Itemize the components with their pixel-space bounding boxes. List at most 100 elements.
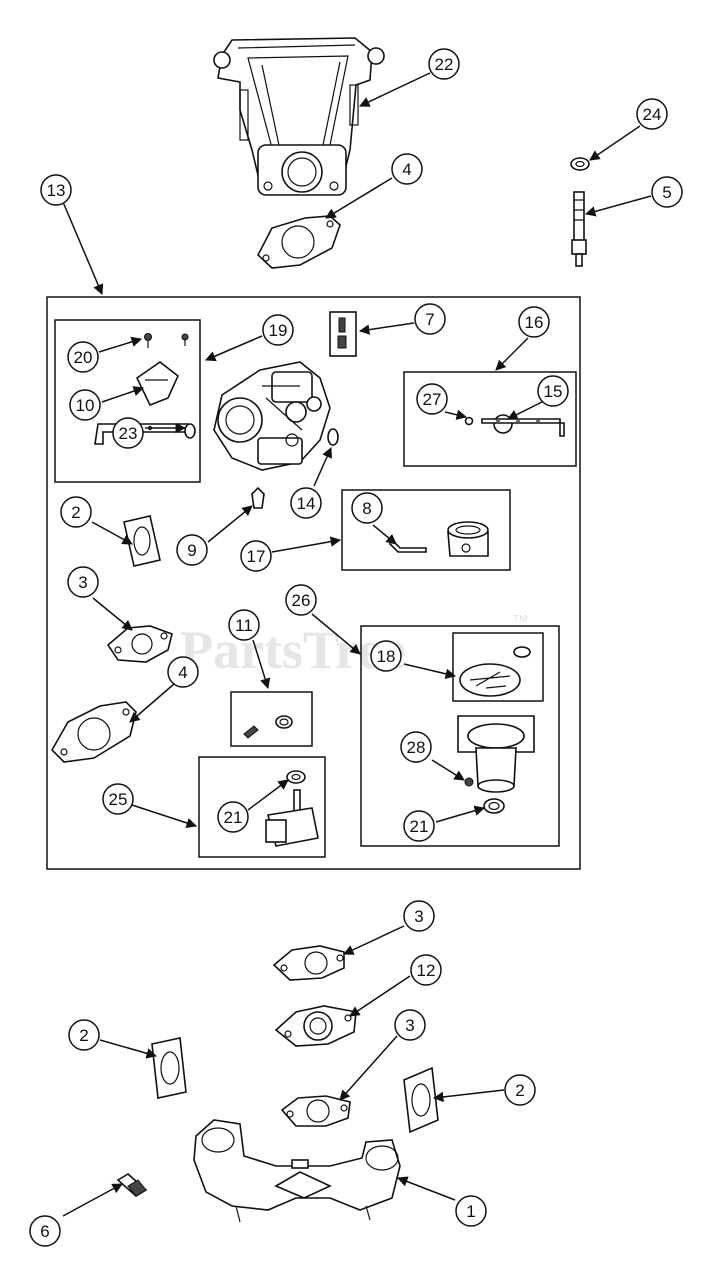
part-11-screw [243,715,293,739]
svg-text:12: 12 [417,961,436,980]
part-3-gasket-lower-b [280,1095,351,1127]
callout-13: 13 [40,174,72,206]
callout-27: 27 [416,383,448,415]
callout-19: 19 [262,314,294,346]
callout-24: 24 [636,98,668,130]
svg-text:17: 17 [247,547,266,566]
callout-bubbles: 22 24 4 5 13 7 16 19 20 10 27 15 23 14 2… [29,48,683,1247]
callout-4: 4 [391,153,423,185]
callout-21: 21 [217,801,249,833]
callout-2: 2 [68,1019,100,1051]
kit-11-box [230,691,313,747]
callout-18: 18 [370,640,402,672]
svg-text:11: 11 [235,616,253,635]
part-18-diaphragm [459,646,531,697]
svg-text:10: 10 [76,396,95,415]
callout-3: 3 [67,566,99,598]
callout-6: 6 [29,1215,61,1247]
part-16-float-pin [481,418,565,437]
part-4-gasket-kit [51,701,137,763]
watermark-tm: TM [513,614,527,625]
part-27-pin [464,416,474,426]
svg-text:14: 14 [297,494,316,513]
part-8-pin [389,538,427,553]
part-4-gasket-top [257,215,341,269]
kit-13-frame [46,296,581,870]
svg-text:5: 5 [662,183,671,202]
svg-text:24: 24 [643,105,662,124]
svg-text:21: 21 [410,817,429,836]
part-3-gasket-lower-a [272,945,345,981]
svg-text:20: 20 [74,348,93,367]
svg-text:1: 1 [466,1202,475,1221]
callout-15: 15 [537,375,569,407]
callout-20: 20 [67,341,99,373]
part-22-adapter-housing [213,37,385,196]
part-5-stud [571,191,587,267]
part-2-gasket-lower-right [403,1066,439,1134]
part-6-bolt [116,1173,148,1197]
watermark: PartsTree [180,620,406,680]
callout-11: 11 [228,609,260,641]
kit-16-box [403,371,577,467]
svg-text:4: 4 [178,663,187,682]
callout-8: 8 [351,492,383,524]
svg-text:21: 21 [224,808,243,827]
svg-text:2: 2 [71,503,80,522]
svg-text:9: 9 [187,541,196,560]
part-float-bowl-small [447,521,489,557]
kit-26-box [360,625,560,847]
svg-text:3: 3 [78,573,87,592]
svg-text:25: 25 [109,790,128,809]
part-2-gasket-lower-left [151,1037,187,1099]
part-25-solenoid [265,770,319,847]
svg-text:27: 27 [423,390,442,409]
svg-text:8: 8 [362,499,371,518]
svg-text:16: 16 [525,313,544,332]
svg-text:26: 26 [292,591,311,610]
callout-4: 4 [167,656,199,688]
svg-text:2: 2 [515,1081,524,1100]
kit-25-box [198,756,326,858]
callout-23: 23 [112,417,144,449]
callout-21: 21 [403,810,435,842]
callout-10: 10 [69,389,101,421]
callout-12: 12 [410,954,442,986]
part-2-gasket-kit [123,515,161,567]
callout-1: 1 [455,1195,487,1227]
callout-16: 16 [518,306,550,338]
part-19-carburetor [213,361,331,471]
svg-text:7: 7 [425,310,434,329]
callout-17: 17 [240,540,272,572]
svg-text:13: 13 [47,181,66,200]
callout-14: 14 [290,487,322,519]
kit-8-box [341,489,511,571]
part-9-jet [251,486,265,509]
part-21-washer-26 [483,798,505,814]
callout-25: 25 [102,783,134,815]
part-1-intake-manifold [193,1119,401,1223]
leader-lines [62,72,652,1217]
part-24-nut [570,157,590,171]
part-20-screw [144,333,189,348]
svg-text:15: 15 [544,382,563,401]
svg-text:3: 3 [414,907,423,926]
callout-3: 3 [394,1009,426,1041]
svg-text:19: 19 [269,321,288,340]
svg-text:6: 6 [40,1222,49,1241]
kit-18-box [452,632,544,702]
svg-text:18: 18 [377,647,396,666]
svg-text:28: 28 [407,738,426,757]
svg-text:2: 2 [79,1026,88,1045]
part-26-float-bowl [457,715,535,793]
svg-text:22: 22 [435,55,454,74]
callout-22: 22 [428,48,460,80]
callout-9: 9 [176,534,208,566]
callout-3: 3 [403,900,435,932]
callout-5: 5 [651,176,683,208]
part-10-choke-plate [135,361,179,407]
callout-7: 7 [414,303,446,335]
part-3-gasket-kit [106,625,173,663]
callout-2: 2 [504,1074,536,1106]
